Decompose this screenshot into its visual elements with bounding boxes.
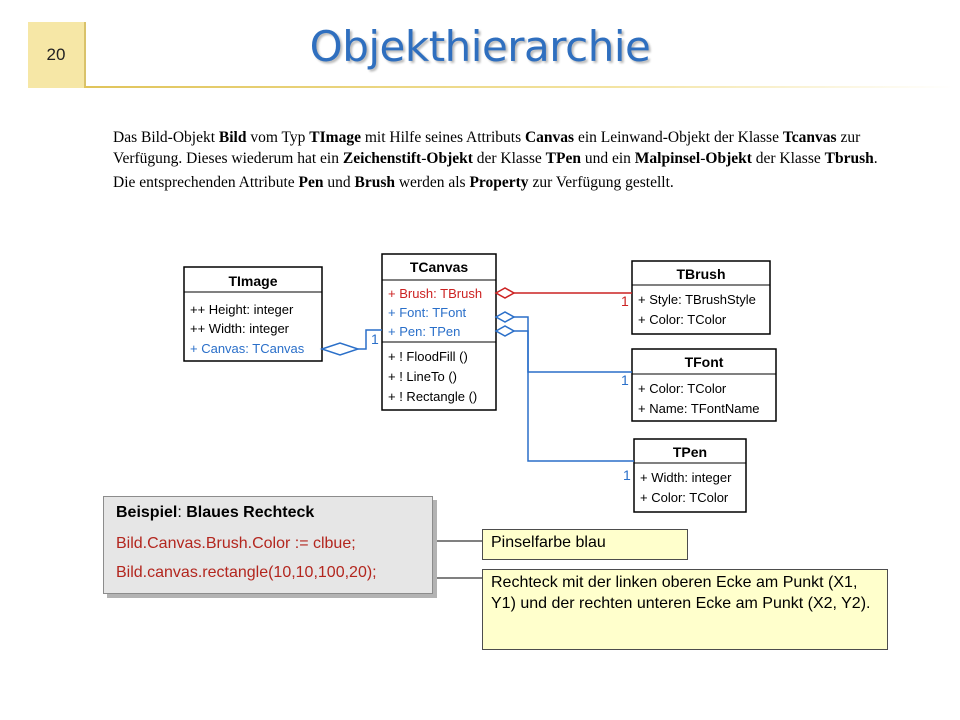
association-line bbox=[514, 316, 632, 373]
attribute: ++ Width: integer bbox=[190, 321, 290, 336]
class-timage-box bbox=[183, 266, 323, 362]
text: der Klasse bbox=[751, 150, 825, 167]
attribute: + Canvas: TCanvas bbox=[190, 341, 305, 356]
bold-text: TImage bbox=[309, 129, 361, 146]
intro-paragraph-1: Das Bild-Objekt Bild vom Typ TImage mit … bbox=[113, 127, 883, 169]
example-label: Beispiel bbox=[116, 504, 178, 521]
attribute: + Font: TFont bbox=[388, 305, 467, 320]
association-tcanvas-tpen: 1 bbox=[494, 325, 634, 483]
class-name: TImage bbox=[228, 273, 277, 289]
method: + ! LineTo () bbox=[388, 369, 457, 384]
title-rule bbox=[84, 86, 954, 88]
association-tcanvas-tbrush: 1 bbox=[494, 287, 632, 309]
bold-text: Bild bbox=[218, 129, 247, 146]
bold-text: Brush bbox=[354, 174, 395, 191]
association-timage-tcanvas: 1 bbox=[319, 329, 382, 356]
note-brush-color: Pinselfarbe blau bbox=[482, 529, 688, 560]
attribute: + Color: TColor bbox=[638, 381, 727, 396]
bold-text: Objekt bbox=[705, 150, 752, 167]
multiplicity-label: 1 bbox=[621, 293, 629, 309]
class-tbrush-box bbox=[631, 260, 771, 335]
attribute: + Style: TBrushStyle bbox=[638, 292, 756, 307]
class-timage: TImage ++ Height: integer ++ Width: inte… bbox=[183, 266, 323, 362]
aggregation-diamond bbox=[319, 342, 361, 356]
attribute: + Brush: TBrush bbox=[388, 286, 482, 301]
example-box: Beispiel: Blaues Rechteck Bild.Canvas.Br… bbox=[103, 496, 433, 594]
attribute: + Color: TColor bbox=[638, 312, 727, 327]
bold-text: Tbrush bbox=[824, 150, 874, 167]
page-number: 20 bbox=[28, 22, 86, 88]
attribute: + Width: integer bbox=[640, 470, 732, 485]
method: + ! Rectangle () bbox=[388, 389, 477, 404]
code-line-rectangle: Bild.canvas.rectangle(10,10,100,20); bbox=[116, 564, 377, 581]
text: mit Hilfe seines Attributs bbox=[360, 129, 525, 146]
attribute: + Name: TFontName bbox=[638, 401, 760, 416]
text: zur Verfügung. Dieses wiederum hat ein bbox=[113, 129, 861, 167]
slide-title: Objekthierarchie bbox=[309, 22, 651, 71]
attribute: + Pen: TPen bbox=[388, 324, 460, 339]
attribute: + Color: TColor bbox=[640, 490, 729, 505]
intro-text: Das Bild-Objekt Bild vom Typ TImage mit … bbox=[113, 127, 883, 193]
class-tfont: TFont + Color: TColor + Name: TFontName bbox=[631, 348, 777, 422]
text: - bbox=[421, 150, 427, 167]
intro-paragraph-2: Die entsprechenden Attribute Pen und Bru… bbox=[113, 172, 883, 193]
text: zur Verfügung gestellt. bbox=[528, 174, 674, 191]
class-name: TCanvas bbox=[410, 259, 469, 275]
bold-text: Canvas bbox=[524, 129, 575, 146]
bold-text: Tcanvas bbox=[782, 129, 837, 146]
multiplicity-label: 1 bbox=[623, 467, 631, 483]
text: der Klasse bbox=[472, 150, 546, 167]
association-tcanvas-tfont: 1 bbox=[494, 311, 632, 388]
example-title: Blaues Rechteck bbox=[186, 504, 315, 521]
example-separator: : bbox=[177, 504, 187, 521]
class-tbrush: TBrush + Style: TBrushStyle + Color: TCo… bbox=[631, 260, 771, 335]
class-name: TBrush bbox=[677, 266, 726, 282]
attribute: ++ Height: integer bbox=[190, 302, 294, 317]
text: und bbox=[323, 174, 355, 191]
text: . bbox=[873, 150, 878, 167]
text: werden als bbox=[394, 174, 470, 191]
example-heading: Beispiel: Blaues Rechteck bbox=[116, 504, 314, 522]
text: vom Typ bbox=[246, 129, 310, 146]
bold-text: Property bbox=[469, 174, 529, 191]
text: Die entsprechenden Attribute bbox=[113, 174, 299, 191]
code-line-brush-color: Bild.Canvas.Brush.Color := clbue; bbox=[116, 535, 356, 552]
class-tpen: TPen + Width: integer + Color: TColor bbox=[633, 438, 747, 513]
class-tpen-box bbox=[633, 438, 747, 513]
association-line bbox=[514, 330, 634, 462]
multiplicity-label: 1 bbox=[371, 331, 379, 347]
aggregation-diamond bbox=[494, 325, 516, 337]
text: und ein bbox=[580, 150, 635, 167]
note-rectangle: Rechteck mit der linken oberen Ecke am P… bbox=[482, 569, 888, 650]
class-name: TFont bbox=[685, 354, 724, 370]
aggregation-diamond bbox=[494, 311, 516, 323]
association-line bbox=[358, 329, 382, 350]
multiplicity-label: 1 bbox=[621, 372, 629, 388]
text: ein Leinwand-Objekt der Klasse bbox=[574, 129, 783, 146]
bold-text: Malpinsel bbox=[634, 150, 701, 167]
class-tfont-box bbox=[631, 348, 777, 422]
bold-text: TPen bbox=[545, 150, 581, 167]
bold-text: Objekt bbox=[426, 150, 473, 167]
class-name: TPen bbox=[673, 444, 707, 460]
bold-text: Pen bbox=[298, 174, 324, 191]
text: - bbox=[700, 150, 706, 167]
method: + ! FloodFill () bbox=[388, 349, 468, 364]
bold-text: Zeichenstift bbox=[342, 150, 422, 167]
text: Das Bild-Objekt bbox=[113, 129, 219, 146]
class-tcanvas: TCanvas + Brush: TBrush + Font: TFont + … bbox=[381, 253, 497, 411]
aggregation-diamond bbox=[494, 287, 516, 299]
